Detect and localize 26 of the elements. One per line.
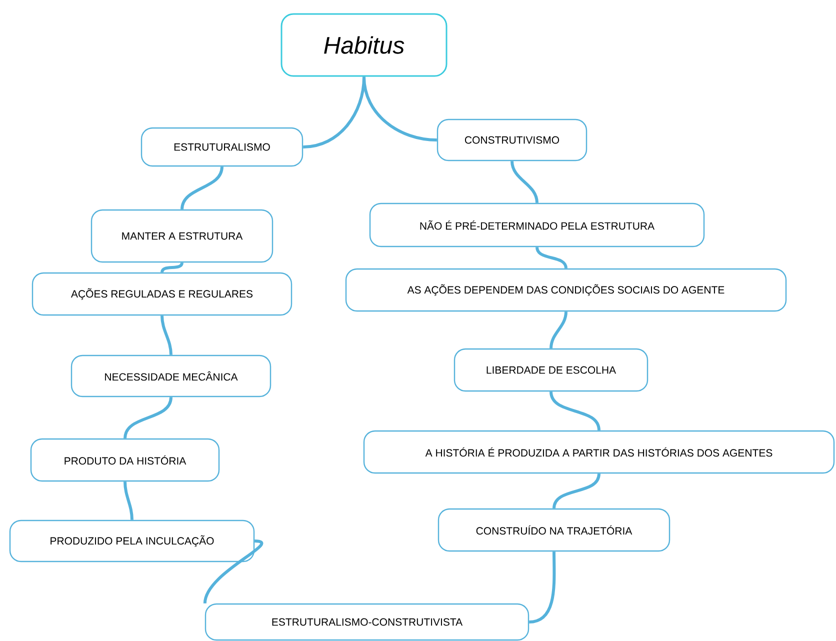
connector xyxy=(124,396,172,439)
connector xyxy=(362,76,437,142)
topic-box: LIBERDADE DE ESCOLHA xyxy=(454,348,648,392)
topic-box: NECESSIDADE MECÂNICA xyxy=(70,354,272,398)
topic-box: AÇÕES REGULADAS E REGULARES xyxy=(32,272,292,316)
topic-box: CONSTRUÍDO NA TRAJETÓRIA xyxy=(438,508,670,552)
topic-box: PRODUZIDO PELA INCULCAÇÃO xyxy=(9,520,255,562)
topic-box: PRODUTO DA HISTÓRIA xyxy=(30,438,220,482)
connector xyxy=(550,391,600,431)
connector xyxy=(180,166,224,210)
title-box: Habitus xyxy=(280,13,448,77)
connector xyxy=(550,311,568,349)
connector xyxy=(203,540,263,604)
topic-box: A HISTÓRIA É PRODUZIDA A PARTIR DAS HISTÓRIAS DOS AGENTES xyxy=(363,430,835,474)
connector xyxy=(510,160,538,204)
topic-box: AS AÇÕES DEPENDEM DAS CONDIÇÕES SOCIAIS DO AGENTE xyxy=(345,268,787,312)
connector xyxy=(160,262,184,273)
topic-box: MANTER A ESTRUTURA xyxy=(90,209,274,263)
topic-box: ESTRUTURALISMO xyxy=(140,127,304,167)
topic-box: NÃO É PRÉ-DETERMINADO PELA ESTRUTURA xyxy=(369,202,705,248)
connector xyxy=(536,246,568,269)
topic-box: CONSTRUTIVISMO xyxy=(436,118,588,162)
connector xyxy=(528,552,556,624)
topic-box: ESTRUTURALISMO-CONSTRUTIVISTA xyxy=(204,603,530,641)
connector xyxy=(160,316,172,355)
connector xyxy=(124,482,134,520)
